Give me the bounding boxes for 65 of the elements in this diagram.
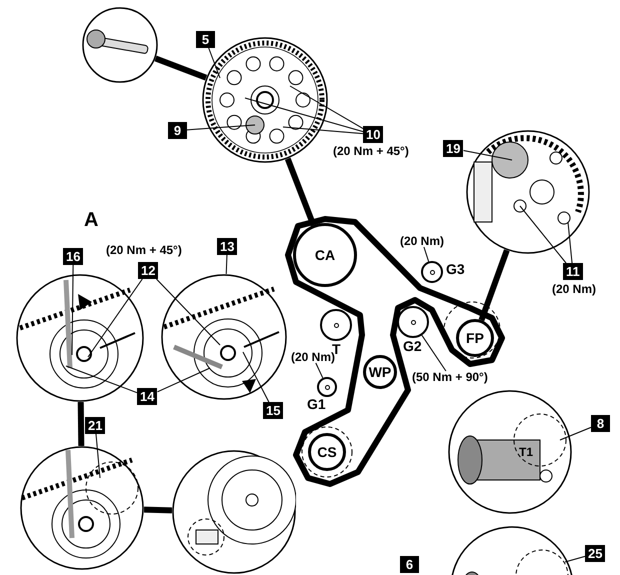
leader-line <box>244 98 364 132</box>
torque-spec: (20 Nm) <box>552 283 596 295</box>
leader-line <box>72 264 74 356</box>
leader-line <box>568 222 573 264</box>
tensioner-detail-drawing <box>20 446 144 570</box>
pump-sprocket-detail-drawing <box>466 130 590 254</box>
connector-line <box>154 56 208 80</box>
pulley-label: G2 <box>403 339 422 353</box>
connector-line <box>78 402 84 446</box>
pulley-label: FP <box>466 331 484 345</box>
callout-number: 14 <box>137 388 158 405</box>
camshaft-sprocket-drawing <box>202 37 328 163</box>
pulley-label: G3 <box>446 262 465 276</box>
pulley-label: G1 <box>307 397 326 411</box>
pulley-label: CS <box>317 445 337 459</box>
view-letter: A <box>84 210 98 230</box>
connector-line <box>478 249 510 322</box>
part-marking: T1 <box>519 446 534 458</box>
callout-number: 5 <box>196 31 215 48</box>
leader-line <box>462 150 512 160</box>
pulley-label: WP <box>368 365 392 379</box>
callout-number: 8 <box>591 415 610 432</box>
callout-number: 19 <box>443 140 464 157</box>
leader-line <box>290 86 364 130</box>
connector-line <box>144 506 172 514</box>
torque-spec: (20 Nm + 45°) <box>333 145 409 157</box>
leader-line <box>208 48 220 78</box>
leader-line <box>156 368 210 392</box>
callout-number: 21 <box>85 417 106 434</box>
leader-line <box>423 246 430 262</box>
locking-pin-detail-drawing <box>82 7 158 83</box>
pulley <box>456 319 494 357</box>
leader-line <box>96 434 100 478</box>
leader-line <box>88 278 143 358</box>
leader-line <box>421 334 446 372</box>
leader-line <box>520 206 567 264</box>
callout-number: 12 <box>138 262 158 279</box>
leader-line <box>156 278 220 346</box>
callout-number: 15 <box>263 402 284 419</box>
leader-line <box>186 124 256 130</box>
pulley <box>293 223 357 287</box>
callout-number: 9 <box>168 122 187 139</box>
callout-number: 16 <box>63 248 84 265</box>
tensioner-detail-drawing <box>161 274 287 400</box>
torque-spec: (50 Nm + 90°) <box>412 371 488 383</box>
leader-line <box>66 366 138 394</box>
leader-line <box>282 126 364 134</box>
leader-line <box>564 556 586 562</box>
leader-line <box>242 352 270 402</box>
torque-spec: (20 Nm) <box>291 351 336 363</box>
pulley <box>308 433 346 471</box>
callout-number: 11 <box>563 263 583 280</box>
callout-number: 25 <box>585 545 606 562</box>
locking-tool-detail-drawing <box>448 390 572 514</box>
callout-number: 6 <box>400 556 419 573</box>
callout-number: 10 <box>363 126 384 143</box>
torque-spec: (20 Nm) <box>400 235 444 247</box>
callout-number: 13 <box>217 238 238 255</box>
leader-line <box>315 362 324 378</box>
leader-line <box>226 254 228 275</box>
pulley-label: CA <box>314 248 336 262</box>
pulley-detail-drawing <box>172 450 296 574</box>
pulley <box>363 355 397 389</box>
torque-spec: (20 Nm + 45°) <box>106 244 182 256</box>
leader-line <box>560 426 592 440</box>
